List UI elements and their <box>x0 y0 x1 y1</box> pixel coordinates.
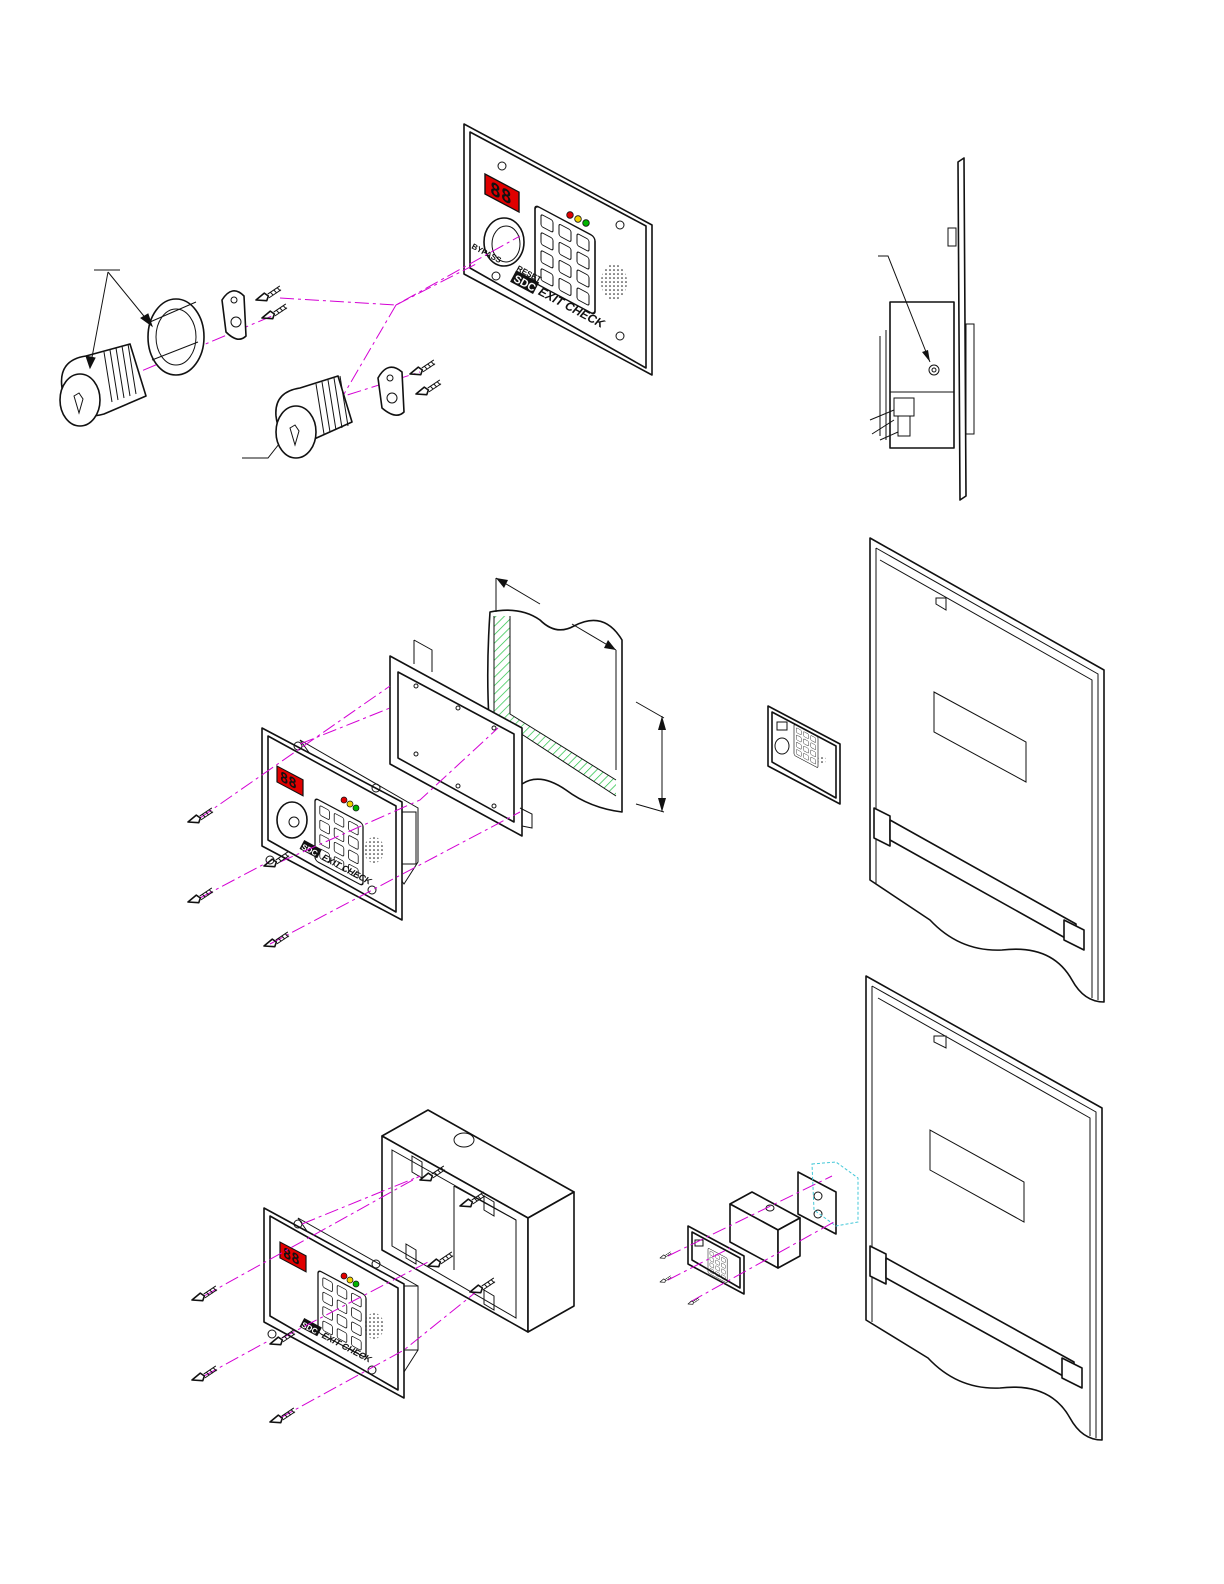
led-yellow <box>575 216 582 223</box>
screw-icon <box>254 286 283 304</box>
figure-surface-mount: 88 SDC EXIT CHECK <box>190 1110 574 1426</box>
mounting-frame <box>390 640 532 836</box>
screw-icon <box>687 1298 700 1306</box>
second-cylinder <box>276 376 352 458</box>
screw-icon <box>190 1366 219 1384</box>
figure-cylinder-exploded: 88 BYPASS RESET SDC EXIT CHECK <box>60 124 652 458</box>
figure-flush-mount: 88 SDC EXIT CHECK <box>186 578 666 950</box>
screw-icon <box>186 808 215 826</box>
back-box <box>382 1110 574 1332</box>
figure-door-surface <box>659 976 1102 1440</box>
speaker-grille-icon <box>364 837 384 863</box>
screw-icon <box>190 1286 219 1304</box>
screw-icon <box>659 1276 672 1284</box>
faceplate-front-top: 88 BYPASS RESET SDC EXIT CHECK <box>464 124 652 375</box>
small-unit-flush <box>768 706 840 804</box>
figure-side-view <box>870 158 974 500</box>
figure-door-flush <box>768 538 1104 1002</box>
screw-icon <box>659 1252 672 1260</box>
speaker-grille-icon <box>601 264 627 300</box>
small-unit-surface <box>659 1162 858 1306</box>
screw-icon <box>408 360 437 378</box>
mortise-cylinder-with-ring <box>60 299 204 426</box>
cam-plate-icon <box>378 367 404 415</box>
screw-icon <box>186 888 215 906</box>
cam-plate-icon <box>222 291 246 339</box>
led-green <box>583 220 590 227</box>
screw-icon <box>414 380 443 398</box>
led-red <box>567 212 574 219</box>
speaker-grille-icon <box>364 1313 384 1339</box>
